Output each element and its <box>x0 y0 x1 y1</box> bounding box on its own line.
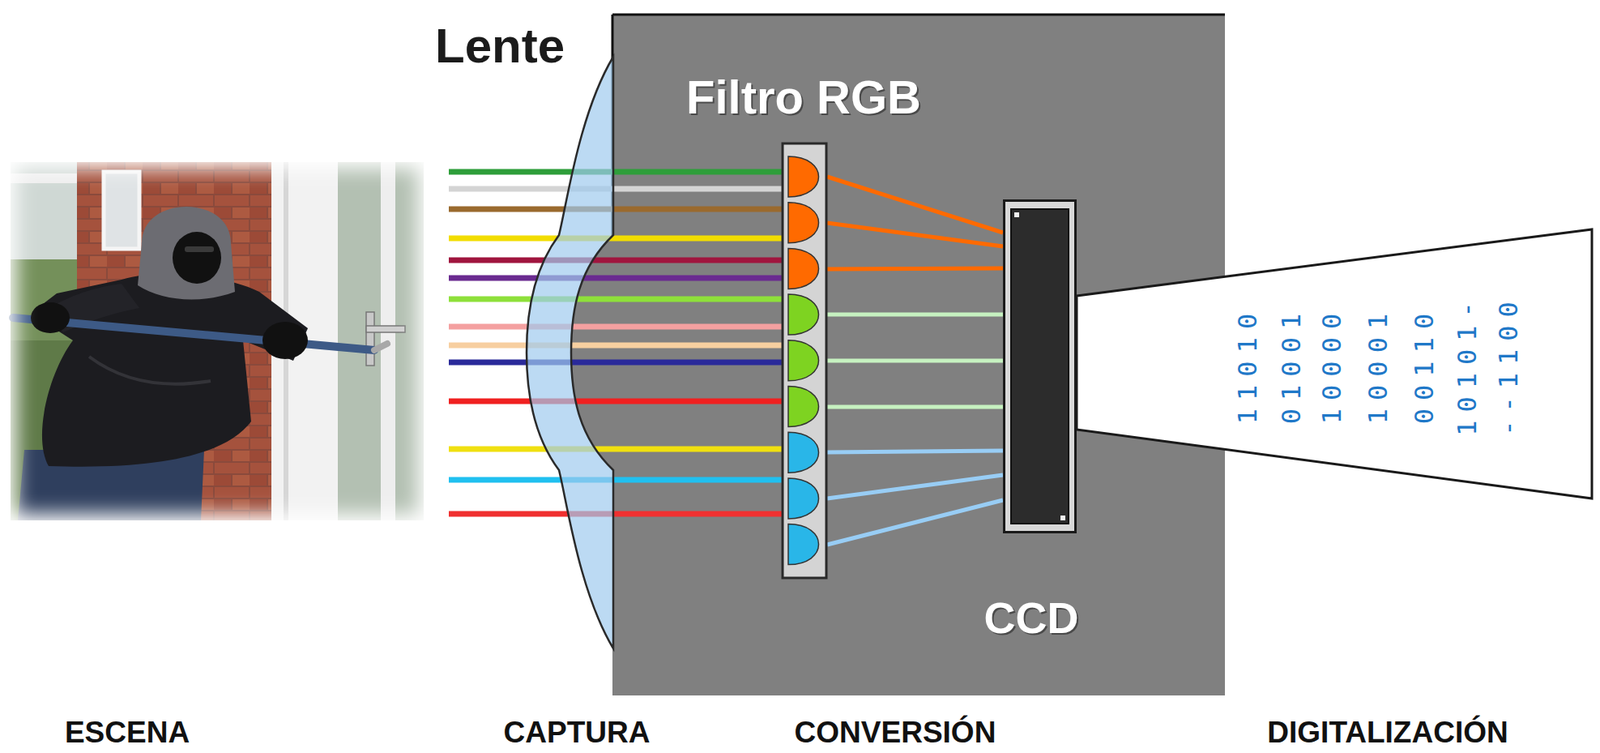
wall-window <box>103 171 140 249</box>
door-glass <box>337 162 424 521</box>
color-filter-cell <box>788 340 820 381</box>
light-ray <box>448 275 782 282</box>
face-mask <box>172 231 222 284</box>
right-glove <box>262 321 308 359</box>
binary-code: 00110 <box>1411 305 1438 432</box>
color-filter-cell <box>788 156 820 197</box>
stage-label: CONVERSIÓN <box>794 716 997 747</box>
light-ray <box>448 169 782 175</box>
output-beam <box>1076 229 1592 499</box>
light-channel <box>827 268 1003 269</box>
ccd-chip <box>1011 209 1069 524</box>
ccd-sensor-shape <box>1002 199 1077 534</box>
lens-shape: Lente <box>525 55 615 649</box>
light-ray <box>448 446 782 453</box>
light-channel <box>827 405 1003 410</box>
camera-body-edge <box>612 13 1225 17</box>
jacket-fold <box>89 356 211 384</box>
ccd-label: CCD <box>984 595 1080 640</box>
binary-code: 10000 <box>1318 305 1345 432</box>
light-channel <box>827 474 1003 499</box>
jacket <box>32 273 308 467</box>
binary-code: 10001 <box>1365 305 1391 432</box>
door-lever <box>366 325 406 333</box>
lens-label: Lente <box>435 21 565 71</box>
light-channel <box>827 222 1003 247</box>
light-ray <box>448 206 782 213</box>
light-ray <box>448 235 782 242</box>
filter-label: Filtro RGB <box>686 73 922 121</box>
light-channel <box>827 358 1003 363</box>
light-ray <box>448 296 782 303</box>
left-glove <box>30 302 70 333</box>
stage-label: DIGITALIZACIÓN <box>1267 716 1508 747</box>
light-channel <box>827 312 1003 317</box>
filter-strip <box>782 143 827 578</box>
light-ray <box>448 186 782 192</box>
light-channel <box>827 499 1003 545</box>
binary-code: 10101- <box>1454 293 1481 444</box>
ccd-frame <box>1004 200 1076 533</box>
light-ray <box>448 398 782 405</box>
lens-outline <box>526 56 614 649</box>
color-filter-cell <box>788 431 820 473</box>
stage-label: ESCENA <box>64 716 190 747</box>
rgb-filter: Filtro RGB <box>781 142 828 579</box>
color-filter-cell <box>788 247 820 289</box>
light-rays <box>448 171 782 514</box>
hood <box>137 206 235 299</box>
light-channel <box>827 176 1003 233</box>
rgb-filter-shape <box>781 142 828 579</box>
digital-output: 11010 01001 10000 10001 00110 10101- --1100 <box>1076 229 1592 499</box>
binary-code: --1100 <box>1495 293 1522 444</box>
light-ray <box>448 477 782 483</box>
stage-label: CAPTURA <box>503 716 651 747</box>
crowbar-tip <box>374 343 388 350</box>
door-handle <box>366 311 375 366</box>
color-filter-cell <box>788 524 820 565</box>
light-ray <box>448 257 782 264</box>
scene-photo <box>10 162 424 521</box>
color-filter-cell <box>788 477 820 519</box>
ccd-corner <box>1014 212 1020 218</box>
binary-code: 01001 <box>1278 305 1305 432</box>
mask-eyes <box>184 246 214 252</box>
light-ray <box>448 359 782 366</box>
light-ray <box>448 511 782 517</box>
lens-shape-shape <box>525 55 615 649</box>
binary-code: 11010 <box>1234 305 1261 432</box>
light-ray <box>448 324 782 330</box>
color-filter-cell <box>788 386 820 427</box>
light-channel <box>827 450 1003 453</box>
color-filter-cell <box>788 294 820 335</box>
color-filter-cell <box>788 202 820 244</box>
ccd-sensor: CCD <box>1002 199 1077 534</box>
ccd-corner <box>1060 515 1066 521</box>
light-ray <box>448 342 782 349</box>
